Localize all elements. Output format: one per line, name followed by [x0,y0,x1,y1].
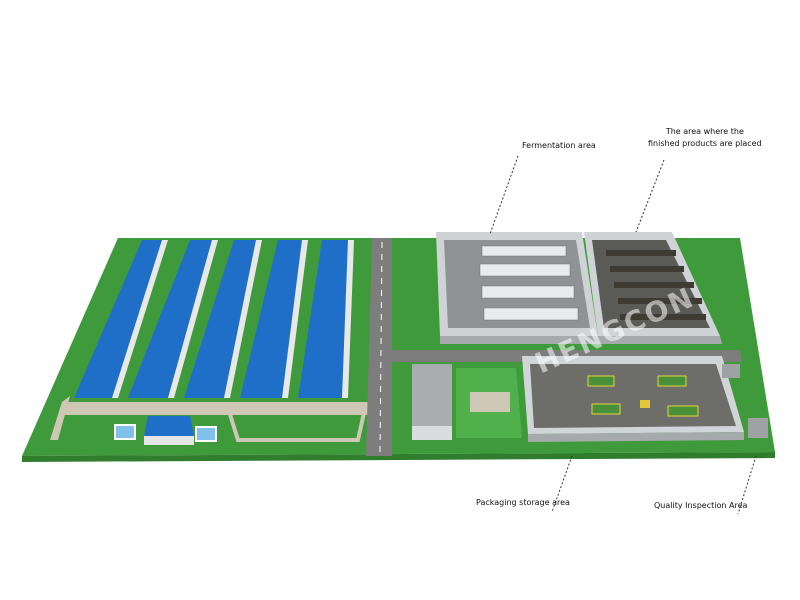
office-building-wall [144,436,194,445]
finished-products-wall [598,336,722,344]
tank [481,245,567,257]
machine [667,405,699,417]
processing-machines [587,375,699,417]
ground-edge [22,452,775,462]
label-packaging-storage-area: Packaging storage area [476,498,570,507]
processing-hall-floor [530,364,736,428]
fermentation-tanks [479,245,579,321]
machine [587,375,615,387]
machine [657,375,687,387]
inspection-booth [748,418,768,438]
pile [606,250,676,256]
machine [591,403,621,415]
barn-side [342,240,354,398]
gate-house [722,364,740,378]
fermentation-building-wall [440,336,598,344]
main-road [366,238,392,456]
tank [483,307,579,321]
paved-path [58,402,372,415]
loader-vehicle [640,400,650,408]
paved-path-left [50,396,70,440]
label-finished-line1: The area where the [665,127,744,136]
leader-lines [489,155,757,515]
fermentation-building-floor [444,240,590,328]
packaging-building-roof [412,364,452,426]
product-piles [606,250,706,320]
leader-packaging [551,455,573,513]
barn-side [112,240,168,398]
label-finished-products-area: The area where the finished products are… [648,126,762,150]
label-fermentation-area: Fermentation area [522,141,596,150]
barns-group [74,240,354,398]
small-pool [195,426,217,442]
label-quality-inspection-area: Quality Inspection Area [654,501,748,510]
processing-hall-wall [528,432,744,442]
tank [481,285,575,299]
barn-side [168,240,218,398]
tank [479,263,571,277]
barn-side [282,240,308,398]
pile [620,314,706,320]
pile [618,298,702,304]
barn-side [224,240,262,398]
pile [614,282,694,288]
barn-roof [128,240,212,398]
garden-paving [470,392,510,412]
barn-roof [74,240,162,398]
leader-finished [635,159,665,233]
pile [610,266,684,272]
barn-roof [240,240,302,398]
label-finished-line2: finished products are placed [648,139,762,148]
barn-roof [298,240,348,398]
leader-fermentation [489,155,519,235]
office-building-roof [144,416,194,436]
paved-path-loop [225,406,368,442]
barn-roof [184,240,256,398]
small-pool [114,424,136,440]
packaging-building-wall [412,426,452,440]
